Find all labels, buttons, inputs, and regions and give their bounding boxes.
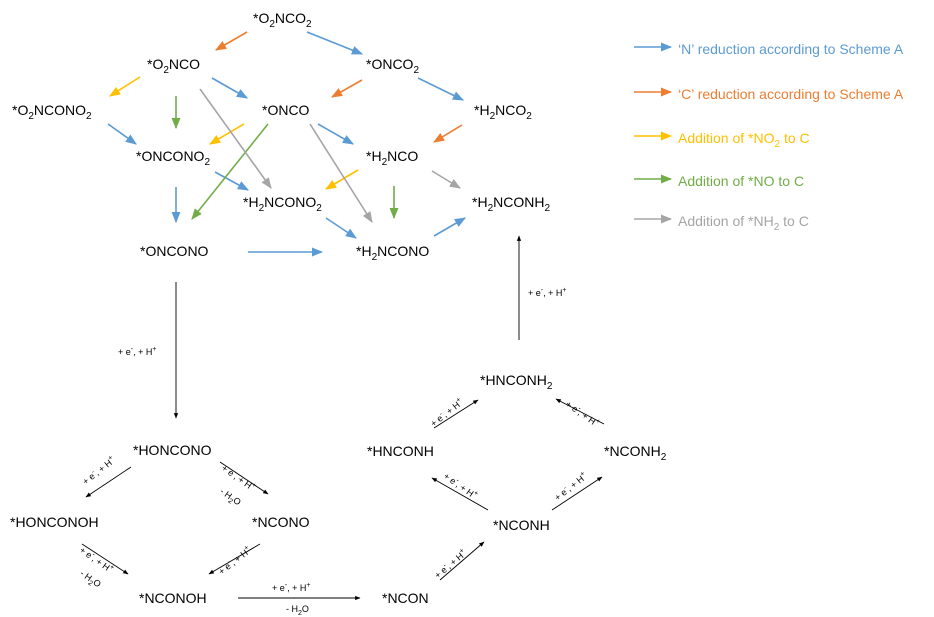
legend-item-no-addition: Addition of *NO to C — [678, 173, 805, 189]
reaction-arrow-orange — [215, 31, 248, 51]
node-oncono: *ONCONO — [140, 243, 209, 259]
legend-item-no2-addition: Addition of *NO2 to C — [678, 130, 810, 150]
legend-item-nh2-addition: Addition of *NH2 to C — [678, 213, 809, 233]
reaction-arrow-blue — [107, 123, 137, 145]
reaction-arrow-blue — [317, 123, 354, 145]
reaction-arrow-black — [219, 461, 269, 495]
reaction-arrow-black — [85, 466, 132, 498]
step-label: - H2O — [286, 604, 309, 617]
reaction-arrow-orange — [433, 124, 463, 143]
node-hnconh: *HNCONH — [367, 443, 434, 459]
node-o2nco: *O2NCO — [147, 56, 201, 76]
node-h2ncono: *H2NCONO — [356, 243, 430, 263]
node-honcono: *HONCONO — [133, 442, 212, 458]
reaction-arrow-black — [439, 541, 485, 581]
reaction-arrow-green — [191, 123, 269, 220]
step-label: + e-, + H+ — [118, 346, 157, 357]
reaction-arrow-black — [555, 398, 605, 425]
reaction-arrow-blue — [214, 171, 249, 191]
node-onco2: *ONCO2 — [366, 56, 420, 76]
node-onco: *ONCO — [262, 102, 310, 118]
reaction-arrow-blue — [417, 77, 465, 101]
reaction-arrow-blue — [325, 217, 357, 239]
reaction-arrow-black — [81, 543, 129, 575]
legend-item-c-reduction: ‘C’ reduction according to Scheme A — [678, 86, 904, 102]
node-nconoh: *NCONOH — [139, 590, 207, 606]
reaction-arrow-blue — [433, 217, 466, 237]
node-h2nconh2: *H2NCONH2 — [472, 194, 551, 214]
node-h2nco: *H2NCO — [366, 148, 419, 168]
node-h2ncono2: *H2NCONO2 — [243, 194, 322, 214]
reaction-arrow-yellow — [325, 169, 359, 190]
node-oncono2: *ONCONO2 — [136, 148, 211, 168]
node-ncono: *NCONO — [252, 514, 310, 530]
reaction-arrow-gray — [431, 170, 461, 189]
node-o2ncono2: *O2NCONO2 — [12, 102, 92, 122]
reaction-arrow-black — [208, 543, 261, 575]
reaction-arrow-black — [431, 477, 489, 511]
step-label: + e-, + H+ — [272, 582, 311, 593]
node-h2nco2: *H2NCO2 — [474, 102, 532, 122]
node-nconh: *NCONH — [493, 517, 550, 533]
reaction-arrow-orange — [331, 79, 363, 98]
node-ncon: *NCON — [382, 590, 429, 606]
reaction-arrow-black — [433, 399, 479, 429]
reaction-arrow-blue — [211, 77, 248, 99]
reaction-arrow-blue — [306, 31, 364, 55]
node-o2nco2: *O2NCO2 — [253, 10, 312, 30]
legend-item-n-reduction: ‘N’ reduction according to Scheme A — [678, 41, 904, 57]
reaction-arrow-yellow — [209, 123, 245, 145]
reaction-arrow-gray — [309, 123, 373, 223]
reaction-arrow-black — [551, 476, 603, 511]
reaction-arrow-yellow — [109, 76, 141, 97]
reaction-arrow-gray — [199, 88, 272, 189]
node-nconh2: *NCONH2 — [604, 443, 667, 463]
node-hnconh2: *HNCONH2 — [480, 372, 553, 392]
step-label: + e-, + H+ — [528, 287, 567, 298]
node-honconoh: *HONCONOH — [10, 514, 99, 530]
